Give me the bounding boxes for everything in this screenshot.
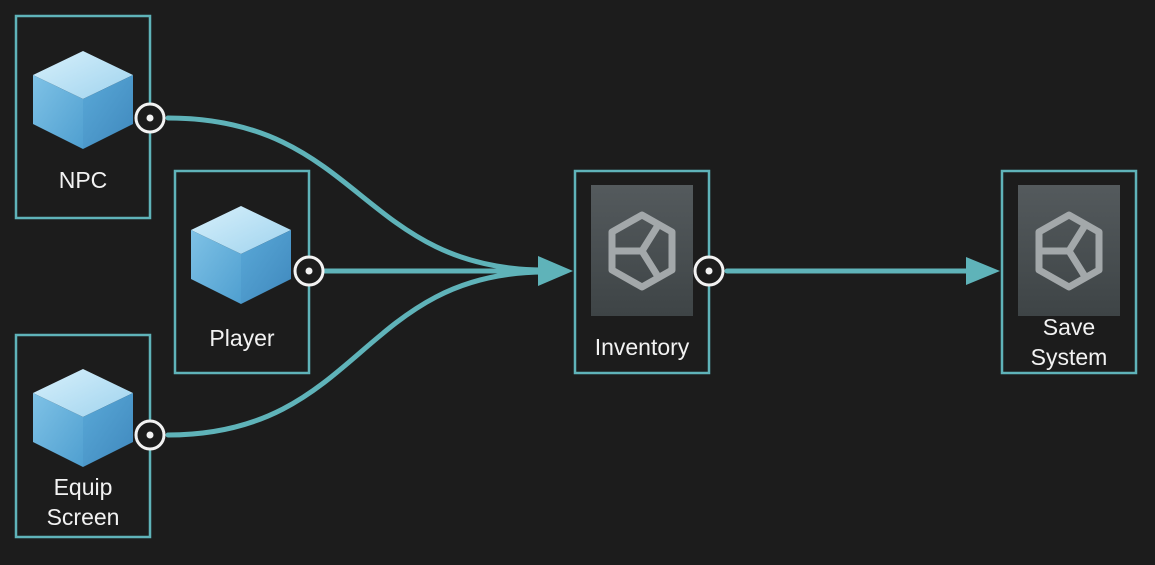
- output-port[interactable]: [293, 255, 325, 287]
- node-label-line-2: System: [1031, 344, 1108, 370]
- unity-logo-icon: [1018, 185, 1120, 316]
- node-label: Inventory: [595, 334, 690, 360]
- node-inventory[interactable]: Inventory: [573, 169, 725, 375]
- connection-npc-inventory: [165, 115, 548, 273]
- cube-icon: [33, 51, 133, 149]
- arrowhead-save-system: [966, 257, 1000, 285]
- node-label-line-1: Equip: [54, 474, 113, 500]
- node-label: Player: [209, 325, 275, 351]
- output-port[interactable]: [134, 419, 166, 451]
- connection-equip-inventory: [165, 269, 548, 438]
- unity-logo-icon: [591, 185, 693, 316]
- cube-icon: [191, 206, 291, 304]
- node-box: [1000, 169, 1138, 375]
- node-label-line-1: Save: [1043, 314, 1095, 340]
- node-npc[interactable]: NPC: [14, 14, 166, 220]
- arrowhead-inventory: [538, 256, 573, 286]
- cube-icon: [33, 369, 133, 467]
- node-player[interactable]: Player: [173, 169, 325, 375]
- output-port[interactable]: [134, 102, 166, 134]
- node-equip-screen[interactable]: Equip Screen: [14, 333, 166, 539]
- node-label: NPC: [59, 167, 108, 193]
- node-save-system[interactable]: Save System: [1000, 169, 1138, 375]
- node-label-line-2: Screen: [47, 504, 120, 530]
- output-port[interactable]: [693, 255, 725, 287]
- connections: [165, 115, 1000, 438]
